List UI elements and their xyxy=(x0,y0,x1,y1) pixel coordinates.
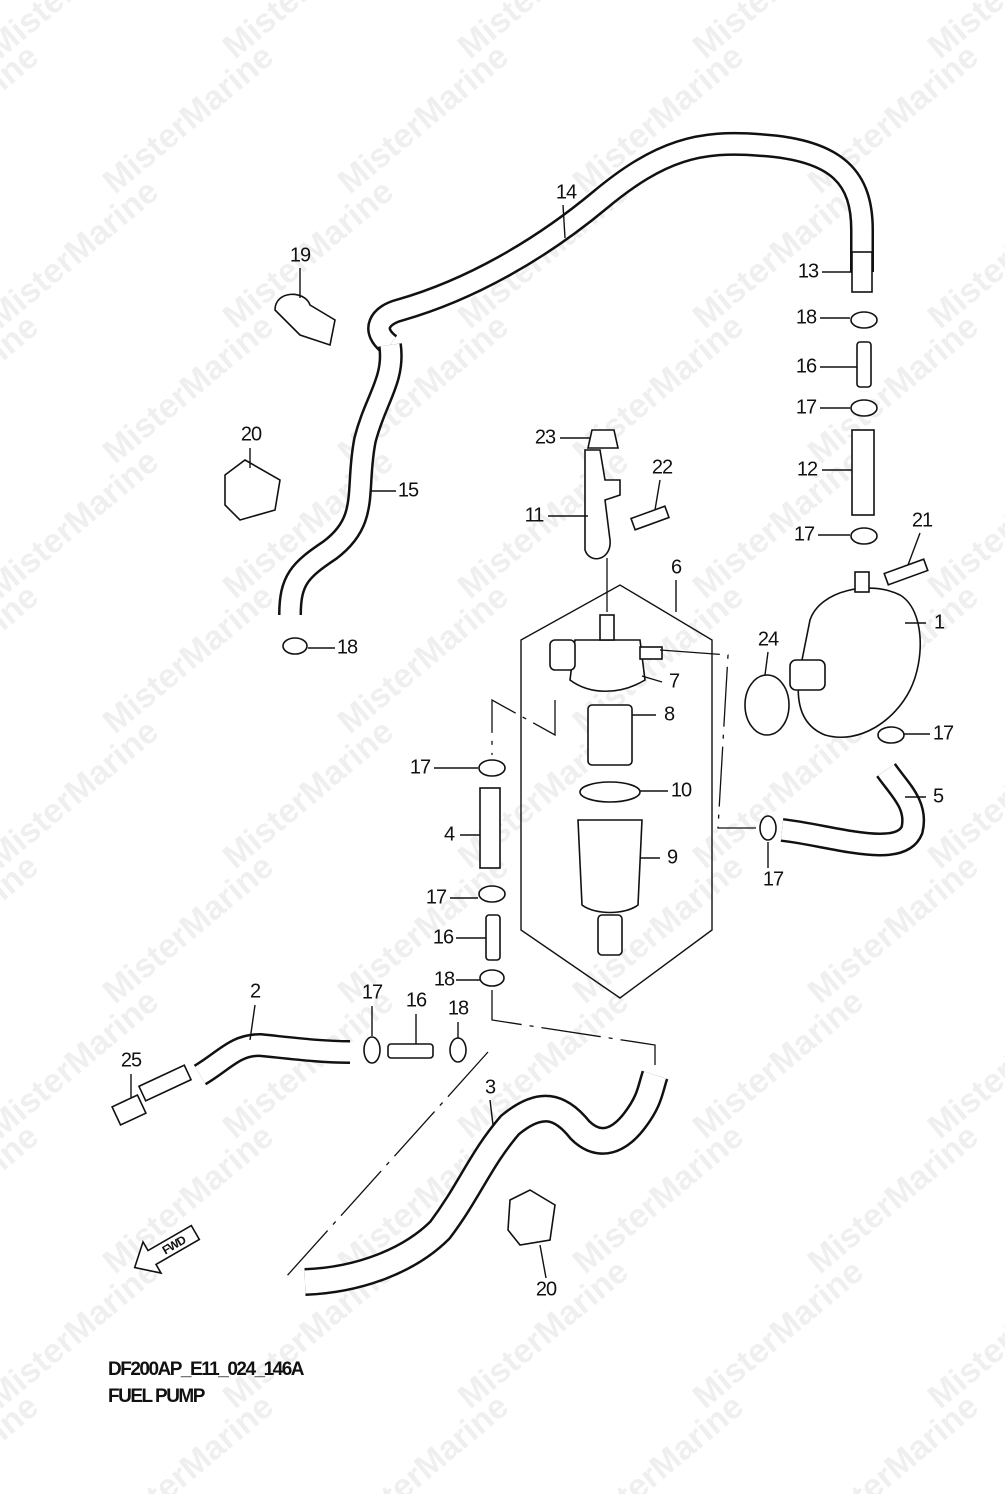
watermark-text: MisterMarine xyxy=(801,37,986,201)
callout-5: 5 xyxy=(933,785,944,807)
callout-15: 15 xyxy=(398,479,419,501)
clip-20-lower xyxy=(507,1189,556,1246)
watermark-text: MisterMarine xyxy=(451,1252,636,1416)
watermark-text: MisterMarine xyxy=(686,982,871,1146)
watermark-text: MisterMarine xyxy=(96,307,281,471)
callout-21: 21 xyxy=(912,509,933,531)
callout-19: 19 xyxy=(290,244,311,266)
filter-head-7 xyxy=(549,614,663,693)
watermark-text: MisterMarine xyxy=(686,442,871,606)
callout-17: 17 xyxy=(763,868,784,890)
watermark-text: MisterMarine xyxy=(96,1117,281,1281)
bracket-11 xyxy=(584,449,621,560)
callout-18: 18 xyxy=(448,997,469,1019)
fuel-pump-1 xyxy=(789,571,922,738)
watermark-text: MisterMarine xyxy=(801,307,986,471)
watermark-text: MisterMarine xyxy=(801,847,986,1011)
bolt-22 xyxy=(630,505,670,531)
callout-17: 17 xyxy=(933,722,954,744)
watermark-text: MisterMarine xyxy=(0,1387,46,1494)
callout-22: 22 xyxy=(652,456,673,478)
watermark-text: MisterMarine xyxy=(801,1387,986,1494)
element-8 xyxy=(587,704,633,766)
callout-13: 13 xyxy=(798,260,819,282)
callout-8: 8 xyxy=(664,703,675,725)
watermark-text: MisterMarine xyxy=(0,847,46,1011)
callout-1: 1 xyxy=(934,611,945,633)
watermark-text: MisterMarine xyxy=(0,37,46,201)
callout-11: 11 xyxy=(525,504,545,526)
assembly-6-outline xyxy=(520,584,713,999)
watermark-text: MisterMarine xyxy=(96,577,281,741)
hose-12 xyxy=(851,429,875,516)
watermark-text: MisterMarine xyxy=(0,307,46,471)
watermark-text: MisterMarine xyxy=(686,1252,871,1416)
callout-20: 20 xyxy=(536,1278,557,1300)
o-ring-24 xyxy=(744,674,790,736)
watermark-text: MisterMarine xyxy=(566,37,751,201)
callout-14: 14 xyxy=(556,181,577,203)
watermark-text: MisterMarine xyxy=(216,712,401,876)
callout-6: 6 xyxy=(671,556,682,578)
watermark-text: MisterMarine xyxy=(216,982,401,1146)
clamps xyxy=(282,311,905,1064)
callout-20: 20 xyxy=(241,423,262,445)
callout-12: 12 xyxy=(797,458,818,480)
callout-18: 18 xyxy=(434,968,455,990)
callout-18: 18 xyxy=(337,636,358,658)
callout-17: 17 xyxy=(362,981,383,1003)
hose-15 xyxy=(278,343,403,616)
callout-3: 3 xyxy=(485,1076,496,1098)
clip-19 xyxy=(274,293,336,347)
diagram-code: DF200AP_E11_024_146A xyxy=(108,1359,305,1380)
callout-16: 16 xyxy=(406,989,427,1011)
watermark-text: MisterMarine xyxy=(331,1387,516,1494)
callout-17: 17 xyxy=(794,523,815,545)
callout-9: 9 xyxy=(667,846,678,868)
clip-20-upper xyxy=(224,459,281,521)
callout-2: 2 xyxy=(250,980,261,1002)
callout-24: 24 xyxy=(758,628,779,650)
diagram-caption: DF200AP_E11_024_146A FUEL PUMP xyxy=(108,1356,305,1410)
hose-4 xyxy=(479,787,501,869)
callout-16: 16 xyxy=(433,926,454,948)
callout-23: 23 xyxy=(535,426,556,448)
joints-16 xyxy=(387,341,872,1059)
callouts: 14 19 13 18 16 17 20 23 22 12 15 11 21 1… xyxy=(121,181,955,1300)
watermark-text: MisterMarine xyxy=(331,37,516,201)
hose-14 xyxy=(367,131,874,355)
callout-10: 10 xyxy=(671,779,692,801)
watermark-text: MisterMarine xyxy=(686,172,871,336)
o-ring-10 xyxy=(579,781,641,803)
callout-17: 17 xyxy=(410,756,431,778)
watermark-text: MisterMarine xyxy=(801,1117,986,1281)
callout-17: 17 xyxy=(796,396,817,418)
nut-23 xyxy=(587,429,619,449)
leader-lines xyxy=(130,204,930,1279)
callout-17: 17 xyxy=(426,886,447,908)
bolt-21 xyxy=(883,558,929,586)
watermark-text: MisterMarine xyxy=(331,577,516,741)
watermark-text: MisterMarine xyxy=(0,1117,46,1281)
diagram-title: FUEL PUMP xyxy=(108,1386,205,1407)
hose-5 xyxy=(780,762,926,857)
fuel-filter-9 xyxy=(577,819,643,956)
watermark-text: MisterMarine xyxy=(96,37,281,201)
hose-2 xyxy=(111,1033,351,1127)
callout-25: 25 xyxy=(121,1049,142,1071)
callout-18: 18 xyxy=(796,306,817,328)
callout-16: 16 xyxy=(796,355,817,377)
callout-4: 4 xyxy=(444,823,455,845)
watermark-text: MisterMarine xyxy=(0,577,46,741)
hose-3 xyxy=(304,1070,669,1296)
watermark-text: MisterMarine xyxy=(566,1387,751,1494)
callout-7: 7 xyxy=(669,670,680,692)
